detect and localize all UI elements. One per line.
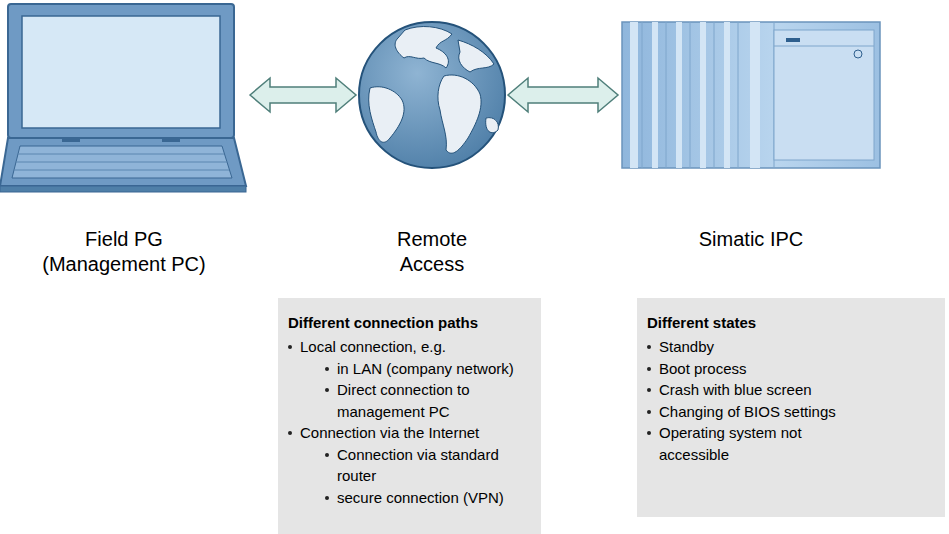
double-arrow <box>508 78 618 112</box>
bullet-item: Connection via standard router <box>337 444 529 487</box>
bullet-item: Standby <box>659 336 860 358</box>
bullet-item: in LAN (company network) <box>337 358 529 380</box>
double-arrow <box>250 78 356 112</box>
industrial-pc-icon <box>622 22 880 168</box>
info-panel: Different connection pathsLocal connecti… <box>278 298 541 534</box>
icon-node: Field PG (Management PC) <box>0 0 248 280</box>
panel-heading: Different connection paths <box>288 312 529 333</box>
icon-caption: Field PG (Management PC) <box>38 227 210 277</box>
laptop-icon <box>0 4 246 192</box>
bullet-item: Connection via the Internet <box>300 422 529 444</box>
bullet-item: Local connection, e.g. <box>300 336 529 358</box>
globe-icon <box>359 22 505 168</box>
icon-node: Simatic IPC <box>620 0 882 280</box>
bullet-item: Boot process <box>659 358 860 380</box>
bullet-item: Changing of BIOS settings <box>659 401 860 423</box>
bullet-item: secure connection (VPN) <box>337 487 529 509</box>
icon-caption: Remote Access <box>382 227 482 277</box>
bullet-item: Direct connection to management PC <box>337 379 529 422</box>
icon-caption: Simatic IPC <box>631 227 871 252</box>
bullet-item: Crash with blue screen <box>659 379 860 401</box>
info-panel: Different statesStandbyBoot processCrash… <box>637 298 945 517</box>
panel-heading: Different states <box>647 312 860 333</box>
icon-node: Remote Access <box>358 0 506 280</box>
bullet-item: Operating system not accessible <box>659 422 860 465</box>
